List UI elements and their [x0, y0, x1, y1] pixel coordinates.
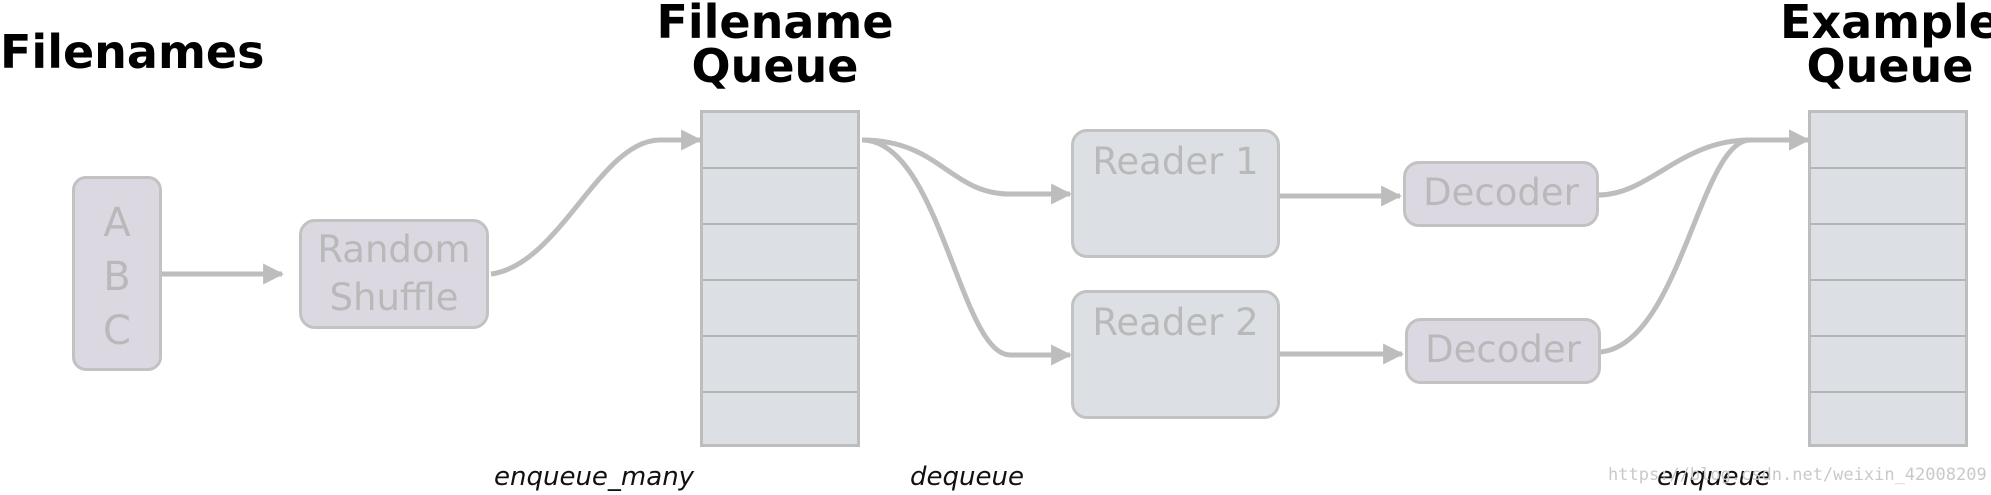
queue-slot	[703, 113, 857, 169]
arrow-queue-to-reader-1	[861, 137, 1073, 205]
queue-slot	[703, 393, 857, 449]
example-queue	[1808, 110, 1968, 447]
shuffle-line-1: Random	[317, 228, 471, 271]
queue-slot	[1811, 225, 1965, 281]
arrow-decoder-1-to-example-queue	[1597, 129, 1811, 198]
reader-2-label: Reader 2	[1092, 301, 1259, 344]
dequeue-label: dequeue	[910, 462, 1024, 492]
decoder-2-label: Decoder	[1425, 328, 1581, 371]
reader-1-box: Reader 1	[1071, 129, 1280, 258]
queue-slot	[703, 225, 857, 281]
queue-slot	[703, 337, 857, 393]
reader-1-label: Reader 1	[1092, 140, 1259, 183]
arrow-decoder-2-to-example-queue	[1599, 129, 1811, 355]
enqueue-label: enqueue	[1657, 462, 1771, 492]
filename-item-b: B	[103, 254, 131, 300]
arrow-queue-to-reader-2	[861, 137, 1073, 366]
example-queue-heading: Example Queue	[1760, 0, 1991, 93]
filename-item-c: C	[103, 308, 131, 354]
arrow-shuffle-to-filename-queue	[490, 129, 703, 277]
example-queue-heading-line2: Queue	[1806, 39, 1974, 93]
queue-slot	[1811, 169, 1965, 225]
watermark: https://blog.csdn.net/weixin_42008209	[1608, 465, 1987, 485]
filenames-heading: Filenames	[0, 25, 265, 79]
reader-2-box: Reader 2	[1071, 290, 1280, 419]
example-queue-heading-line1: Example	[1780, 0, 1991, 49]
shuffle-line-2: Shuffle	[329, 276, 459, 319]
decoder-2-box: Decoder	[1405, 318, 1601, 384]
filename-queue-heading-line1: Filename	[656, 0, 894, 49]
decoder-1-box: Decoder	[1403, 161, 1599, 227]
decoder-1-label: Decoder	[1423, 171, 1579, 214]
queue-slot	[1811, 393, 1965, 449]
queue-slot	[703, 281, 857, 337]
queue-slot	[1811, 113, 1965, 169]
queue-slot	[703, 169, 857, 225]
random-shuffle-box: Random Shuffle	[299, 219, 489, 329]
filename-queue-heading-line2: Queue	[691, 39, 859, 93]
filename-queue-heading: Filename Queue	[650, 0, 900, 93]
filenames-box: A B C	[72, 176, 162, 371]
queue-slot	[1811, 337, 1965, 393]
enqueue-many-label: enqueue_many	[494, 462, 695, 492]
filename-queue	[700, 110, 860, 447]
filename-item-a: A	[103, 200, 131, 246]
queue-slot	[1811, 281, 1965, 337]
